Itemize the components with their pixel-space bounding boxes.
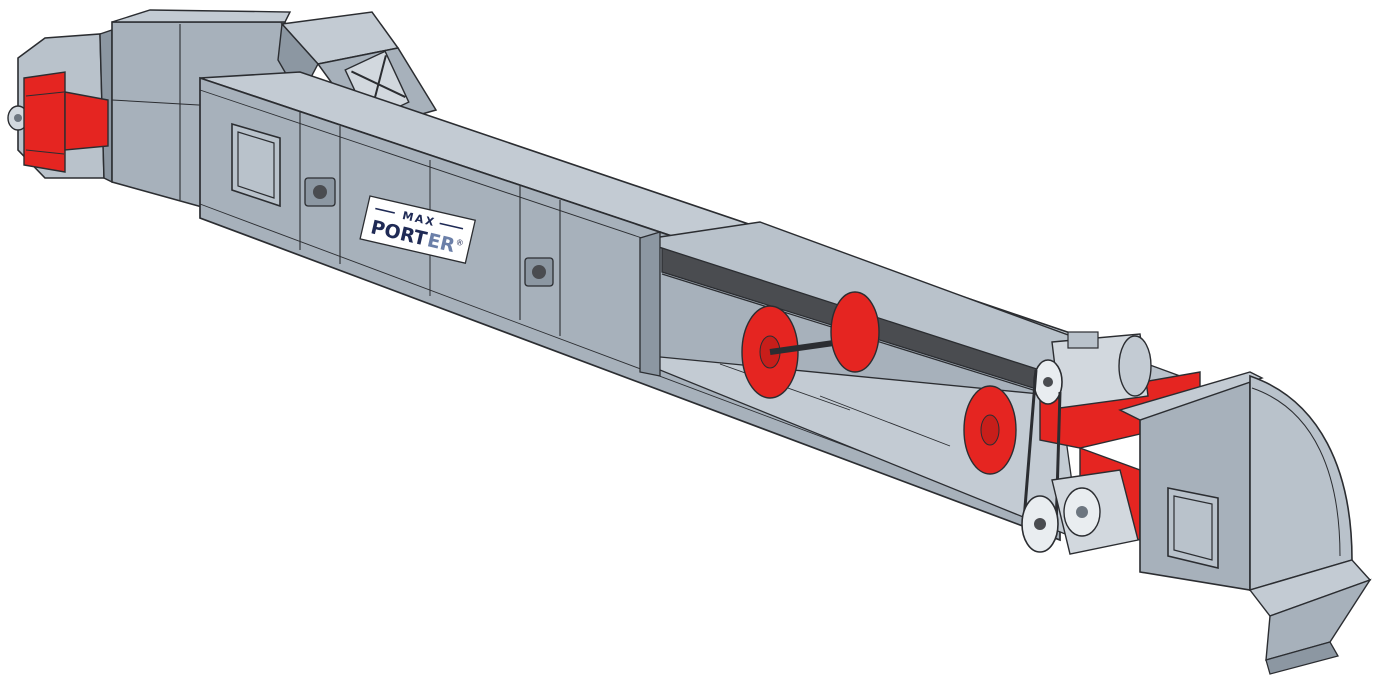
brand-registered-mark: ®	[455, 238, 465, 249]
gear-reducer	[1051, 469, 1139, 555]
belt-drive	[1021, 369, 1062, 553]
bearing-housing	[304, 177, 554, 287]
head-end-section	[1118, 371, 1353, 592]
discharge-spout	[1248, 559, 1372, 675]
brand-logo: MAX PORT ER ®	[359, 195, 477, 264]
paddle-discs	[741, 291, 1017, 475]
head-inspection-door	[1167, 487, 1219, 570]
inspection-door	[231, 122, 281, 208]
tail-tension-unit	[23, 71, 109, 173]
drive-motor	[1033, 331, 1152, 409]
